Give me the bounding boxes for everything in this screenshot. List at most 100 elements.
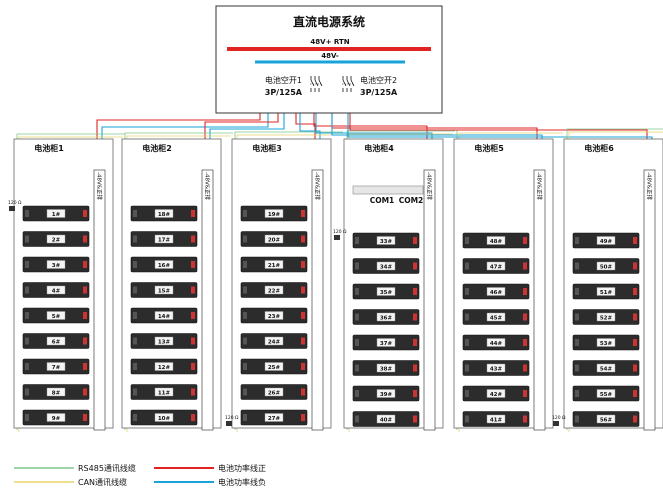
com2-label: COM2 (399, 196, 424, 205)
module-terminal (633, 262, 637, 270)
module-number: 49# (600, 239, 613, 245)
module-label-plate (154, 362, 174, 371)
module-number: 46# (490, 290, 503, 296)
module-terminal (523, 288, 527, 295)
module-terminal (633, 339, 637, 346)
module-label-plate (596, 236, 616, 245)
cabinet-title: 电池柜1 (34, 143, 64, 153)
module-port (575, 364, 579, 372)
module-number: 27# (268, 416, 281, 422)
busbar-strip (423, 169, 436, 431)
module-label-plate (46, 285, 66, 295)
module-port (243, 261, 247, 268)
com1-label: COM1 (370, 196, 395, 205)
module-number: 25# (268, 365, 281, 371)
module-label-plate (376, 389, 396, 398)
module-label-plate (264, 285, 284, 295)
module-label-plate (596, 363, 616, 373)
module-label-plate (154, 311, 174, 320)
module-label-plate (486, 414, 506, 424)
module-terminal (301, 261, 305, 268)
module-label-plate (596, 261, 616, 271)
module-port (25, 235, 29, 243)
module-port (465, 390, 469, 397)
legend-label-rs485: RS485通讯线缆 (78, 463, 136, 473)
terminator-resistor (226, 421, 232, 426)
terminator-label: 120 Ω (333, 229, 347, 235)
terminator-label: 120 Ω (225, 415, 239, 421)
module-port (25, 363, 29, 370)
module-terminal (633, 313, 637, 321)
breaker-contact (346, 79, 351, 87)
module-terminal (191, 286, 195, 294)
module-number: 17# (158, 238, 171, 244)
module-number: 12# (158, 365, 171, 371)
module-terminal (301, 235, 305, 243)
module-port (355, 390, 359, 397)
module-number: 50# (600, 265, 613, 271)
module-number: 20# (268, 238, 281, 244)
module-port (575, 339, 579, 346)
module-port (133, 414, 137, 421)
module-number: 14# (158, 314, 171, 320)
module-port (355, 262, 359, 270)
module-port (25, 286, 29, 294)
cabinet-title: 电池柜3 (252, 143, 282, 153)
module-terminal (523, 237, 527, 244)
module-number: 23# (268, 314, 281, 320)
module-number: 43# (490, 367, 503, 373)
module-terminal (633, 288, 637, 295)
module-port (243, 210, 247, 217)
module-terminal (191, 235, 195, 243)
module-label-plate (46, 260, 66, 269)
positive-bus-label: 48V+ RTN (310, 38, 349, 46)
module-number: 42# (490, 392, 503, 398)
terminator-label: 120 Ω (552, 415, 566, 421)
module-terminal (413, 262, 417, 270)
module-port (25, 261, 29, 268)
module-port (243, 414, 247, 421)
module-label-plate (376, 414, 396, 424)
module-number: 51# (600, 290, 613, 296)
terminator-resistor (9, 206, 15, 211)
module-label-plate (264, 387, 284, 397)
module-label-plate (154, 285, 174, 295)
cabinets-layer: 电池柜1-48V&正排1#2#3#4#5#6#7#8#9#电池柜2-48V&正排… (13, 138, 663, 431)
module-number: 48# (490, 239, 503, 245)
module-port (465, 288, 469, 295)
module-terminal (83, 388, 87, 396)
module-terminal (191, 261, 195, 268)
module-terminal (413, 364, 417, 372)
module-label-plate (264, 234, 284, 244)
module-port (355, 339, 359, 346)
module-number: 11# (158, 391, 171, 397)
module-terminal (633, 390, 637, 397)
terminator-resistor (334, 235, 340, 240)
module-port (355, 313, 359, 321)
module-number: 35# (380, 290, 393, 296)
module-port (465, 313, 469, 321)
module-port (133, 312, 137, 319)
module-number: 5# (52, 314, 61, 320)
module-number: 45# (490, 316, 503, 322)
module-label-plate (486, 261, 506, 271)
module-label-plate (46, 387, 66, 397)
module-port (133, 388, 137, 396)
module-terminal (83, 261, 87, 268)
module-terminal (191, 312, 195, 319)
module-terminal (191, 388, 195, 396)
module-terminal (523, 262, 527, 270)
module-terminal (413, 390, 417, 397)
module-label-plate (46, 336, 66, 346)
module-port (25, 388, 29, 396)
breaker-2-rating: 3P/125A (360, 88, 398, 97)
cabinet-title: 电池柜4 (364, 143, 394, 153)
module-label-plate (264, 209, 284, 218)
cabinet-title: 电池柜5 (474, 143, 504, 153)
module-label-plate (596, 312, 616, 322)
legend: RS485通讯线缆 CAN通讯线缆 电池功率线正 电池功率线负 (14, 463, 266, 487)
module-label-plate (154, 336, 174, 346)
module-terminal (633, 415, 637, 423)
